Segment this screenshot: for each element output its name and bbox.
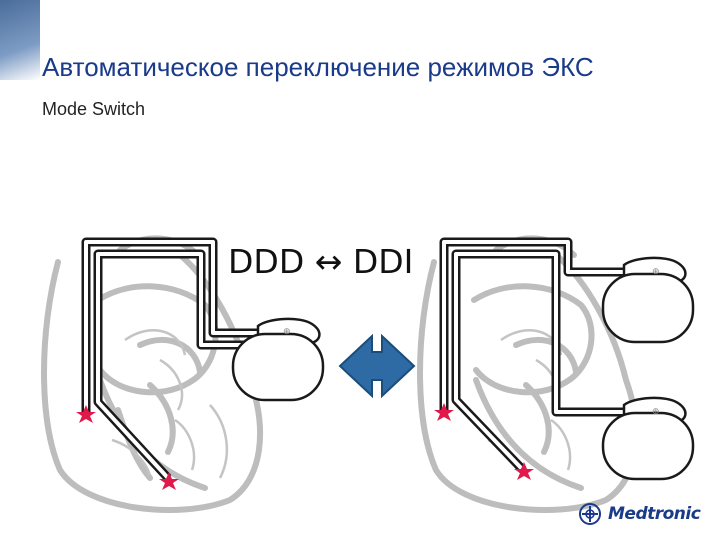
right-lower-pacemaker-device: ⊕	[601, 396, 695, 481]
pacing-spike-icon	[514, 462, 534, 480]
left-heart-illustration	[41, 235, 263, 513]
left-heart-details	[111, 329, 229, 479]
left-pacing-spikes	[76, 405, 179, 490]
pacing-spike-icon	[76, 405, 96, 423]
svg-text:⊕: ⊕	[652, 267, 660, 277]
slide-subtitle: Mode Switch	[42, 99, 146, 119]
brand-name: Medtronic	[608, 504, 701, 524]
svg-text:⊕: ⊕	[283, 327, 291, 337]
medtronic-logo: Medtronic	[578, 502, 701, 526]
pacing-spike-icon	[434, 403, 454, 421]
right-ventricular-lead	[451, 249, 628, 474]
medtronic-logo-icon	[579, 503, 601, 525]
double-arrow-icon	[338, 333, 416, 399]
left-pacemaker-device: ⊕	[231, 317, 325, 402]
slide-title: Автоматическое переключение режимов ЭКС	[42, 52, 594, 82]
right-atrial-lead	[439, 237, 628, 410]
pacing-spike-icon	[159, 472, 179, 490]
right-upper-pacemaker-device: ⊕	[601, 256, 695, 344]
svg-text:⊕: ⊕	[652, 407, 660, 417]
left-atrial-lead	[81, 237, 262, 412]
left-ventricular-lead	[93, 249, 262, 482]
mode-label: DDD ↔ DDI	[228, 242, 414, 281]
corner-accent	[0, 0, 40, 80]
right-pacing-spikes	[434, 403, 534, 480]
